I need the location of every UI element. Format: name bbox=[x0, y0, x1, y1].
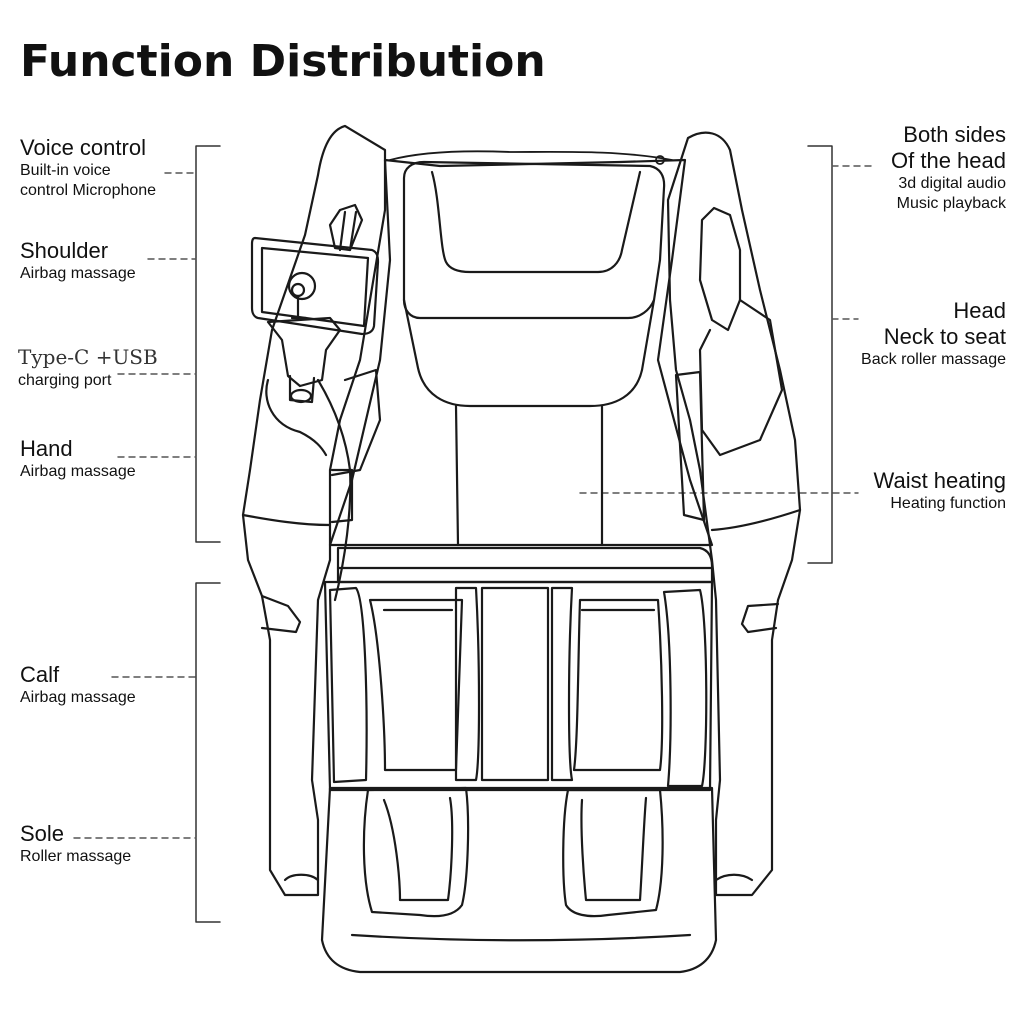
head-speakers bbox=[389, 150, 673, 165]
label-heading: Both sides bbox=[903, 122, 1006, 147]
label-heading: Neck to seat bbox=[883, 324, 1006, 349]
left-bracket-upper bbox=[195, 145, 221, 543]
label-back-roller: Head Neck to seat Back roller massage bbox=[861, 298, 1006, 370]
label-heading: Hand bbox=[20, 436, 73, 461]
label-hand: Hand Airbag massage bbox=[20, 436, 136, 482]
phone-holder bbox=[250, 236, 380, 602]
chair-footrest bbox=[320, 786, 718, 974]
left-leader-lines bbox=[73, 172, 197, 839]
chair-leg-rest bbox=[323, 580, 714, 792]
label-heading: Type-C +USB bbox=[18, 345, 158, 369]
label-line: Heating function bbox=[890, 495, 1006, 512]
label-charging-port: Type-C +USB charging port bbox=[18, 345, 158, 391]
chair-seat bbox=[336, 546, 714, 584]
label-line: Music playback bbox=[896, 195, 1006, 212]
page-title: Function Distribution bbox=[20, 36, 546, 87]
label-heading: Of the head bbox=[891, 148, 1006, 173]
label-shoulder: Shoulder Airbag massage bbox=[20, 238, 136, 284]
label-line: charging port bbox=[18, 372, 112, 389]
label-voice-control: Voice control Built-in voice control Mic… bbox=[20, 135, 156, 201]
left-bracket-lower bbox=[195, 582, 221, 923]
right-bracket bbox=[807, 145, 833, 564]
label-line: Roller massage bbox=[20, 848, 132, 865]
label-line: 3d digital audio bbox=[898, 175, 1006, 192]
label-line: Airbag massage bbox=[20, 265, 136, 282]
label-line: control Microphone bbox=[20, 182, 157, 199]
label-heading: Shoulder bbox=[20, 238, 109, 263]
label-heading: Waist heating bbox=[873, 468, 1006, 493]
label-line: Airbag massage bbox=[20, 689, 136, 706]
right-leader-lines bbox=[579, 165, 873, 494]
label-sole: Sole Roller massage bbox=[20, 821, 131, 867]
chair-backrest bbox=[328, 158, 714, 547]
label-line: Airbag massage bbox=[20, 463, 136, 480]
label-head-audio: Both sides Of the head 3d digital audio … bbox=[891, 122, 1006, 214]
label-line: Back roller massage bbox=[861, 351, 1006, 368]
label-heading: Sole bbox=[20, 821, 65, 846]
label-calf: Calf Airbag massage bbox=[20, 662, 136, 708]
label-heading: Voice control bbox=[20, 135, 146, 160]
label-waist-heating: Waist heating Heating function bbox=[874, 468, 1006, 514]
chair-armrest-right bbox=[666, 131, 802, 897]
label-heading: Calf bbox=[20, 662, 60, 687]
label-line: Built-in voice bbox=[20, 162, 111, 179]
label-heading: Head bbox=[953, 298, 1006, 323]
chair-armrest-left bbox=[241, 124, 387, 897]
